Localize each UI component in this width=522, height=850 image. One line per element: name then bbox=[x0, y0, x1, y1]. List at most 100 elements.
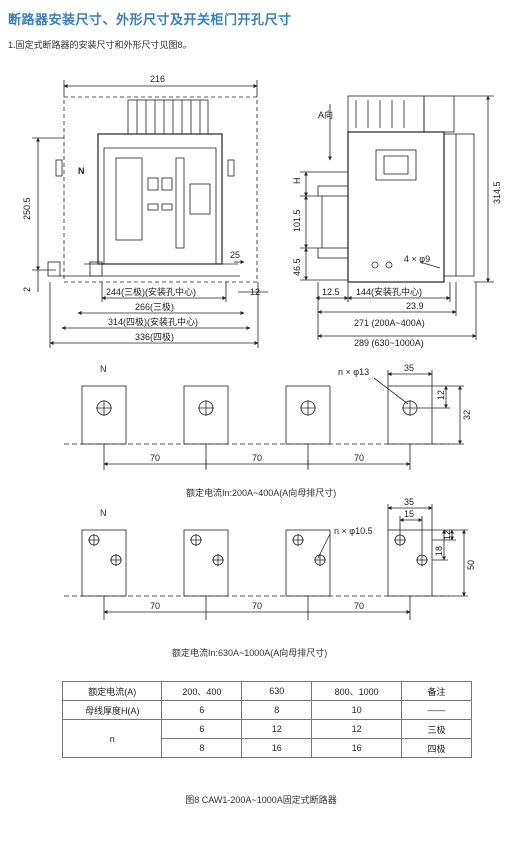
spec-cell: 10 bbox=[311, 700, 402, 720]
front-left-foot bbox=[47, 261, 61, 277]
front-left-terminal bbox=[55, 159, 63, 177]
side-hole-2 bbox=[385, 261, 393, 269]
busbar2-spacing-2: 70 bbox=[252, 601, 262, 611]
busbar-diagram-1 bbox=[64, 370, 464, 470]
spec-header-cell: 备注 bbox=[400, 681, 473, 701]
page-subtitle: 1.固定式断路器的安装尺寸和外形尺寸见图8。 bbox=[8, 40, 192, 50]
front-indicator-2 bbox=[161, 203, 173, 211]
label-n-front: N bbox=[78, 166, 85, 176]
dim-h: H bbox=[292, 178, 302, 185]
hole-label-4x9: 4 × φ9 bbox=[404, 254, 430, 264]
dim-2: 2 bbox=[22, 287, 32, 292]
busbar1-dim-35: 35 bbox=[404, 363, 414, 373]
busbar1-dim-32: 32 bbox=[462, 410, 472, 420]
spec-cell: 8 bbox=[161, 738, 243, 758]
front-nameplate bbox=[189, 183, 211, 215]
busbar1-spacing-3: 70 bbox=[354, 453, 364, 463]
dim-314: 314(四极)(安装孔中心) bbox=[108, 316, 198, 327]
side-busbar-bottom bbox=[317, 247, 349, 259]
dim-250-5: 250.5 bbox=[22, 197, 32, 220]
spec-cell: 16 bbox=[311, 738, 402, 758]
dim-101-5: 101.5 bbox=[292, 209, 302, 232]
page-title: 断路器安装尺寸、外形尺寸及开关柜门开孔尺寸 bbox=[8, 12, 292, 27]
spec-row-h: 母线厚度H(A) 6 8 10 —— bbox=[61, 700, 473, 720]
side-top-bracket bbox=[423, 95, 455, 133]
dim-25: 25 bbox=[230, 250, 240, 260]
busbar1-plate-1 bbox=[183, 385, 229, 445]
busbar2-plate-3 bbox=[387, 529, 433, 597]
side-busbar-top bbox=[317, 185, 349, 197]
busbar2-plate-n bbox=[81, 529, 127, 597]
busbar2-dim-50: 50 bbox=[466, 560, 476, 570]
front-right-terminal bbox=[227, 159, 235, 177]
busbar1-spacing-1: 70 bbox=[150, 453, 160, 463]
busbar1-plate-3 bbox=[387, 385, 433, 445]
busbar2-label-n: N bbox=[100, 508, 107, 518]
busbar2-plate-2 bbox=[285, 529, 331, 597]
front-button-1 bbox=[147, 177, 159, 191]
side-view bbox=[300, 95, 494, 340]
busbar1-plate-n bbox=[81, 385, 127, 445]
label-a-direction: A向 bbox=[318, 109, 333, 120]
busbar2-spacing-1: 70 bbox=[150, 601, 160, 611]
busbar2-dim-35: 35 bbox=[404, 497, 414, 507]
spec-table: 额定电流(A) 200、400 630 800、1000 备注 母线厚度H(A)… bbox=[61, 681, 473, 758]
spec-row-n2: 8 16 16 四极 bbox=[63, 738, 473, 758]
spec-cell: 6 bbox=[161, 700, 243, 720]
dim-244: 244(三极)(安装孔中心) bbox=[106, 286, 196, 297]
dim-289: 289 (630~1000A) bbox=[354, 338, 424, 348]
side-handle bbox=[375, 149, 417, 181]
spec-cell: 16 bbox=[241, 738, 313, 758]
busbar1-plate-2 bbox=[285, 385, 331, 445]
dim-12-front: 12 bbox=[250, 287, 260, 297]
dim-23-9: 23.9 bbox=[406, 301, 424, 311]
spec-header-cell: 800、1000 bbox=[311, 681, 402, 701]
spec-cell: 母线厚度H(A) bbox=[61, 700, 163, 720]
spec-row-n1: n 6 12 12 三极 bbox=[61, 719, 473, 758]
spec-cell: 6 bbox=[161, 719, 243, 739]
busbar2-plate-1 bbox=[183, 529, 229, 597]
front-panel bbox=[103, 147, 217, 265]
front-window-left bbox=[115, 157, 143, 241]
dim-46-5: 46.5 bbox=[292, 258, 302, 276]
busbar2-dim-15: 15 bbox=[404, 509, 414, 519]
dim-216: 216 bbox=[150, 74, 165, 84]
spec-header-row: 额定电流(A) 200、400 630 800、1000 备注 bbox=[61, 681, 473, 701]
spec-cell: 三极 bbox=[400, 719, 473, 739]
busbar-diagram-2 bbox=[64, 504, 468, 620]
busbar2-caption: 额定电流In:630A~1000A(A向母排尺寸) bbox=[172, 648, 328, 658]
side-hole-1 bbox=[371, 261, 379, 269]
busbar1-hole-label: n × φ13 bbox=[338, 367, 369, 377]
front-handle-bar bbox=[175, 157, 185, 249]
spec-header-cell: 200、400 bbox=[161, 681, 243, 701]
dim-314-5: 314.5 bbox=[492, 181, 502, 204]
dim-266: 266(三极) bbox=[135, 301, 174, 312]
dim-271: 271 (200A~400A) bbox=[354, 318, 425, 328]
side-front-panel bbox=[443, 133, 475, 277]
busbar2-dim-12: 12 bbox=[442, 530, 452, 540]
front-indicator-1 bbox=[147, 203, 159, 211]
dim-12-5: 12.5 bbox=[322, 287, 340, 297]
front-view bbox=[32, 80, 268, 348]
busbar2-hole-label: n × φ10.5 bbox=[334, 526, 373, 536]
spec-cell: 12 bbox=[311, 719, 402, 739]
busbar1-label-n: N bbox=[100, 364, 107, 374]
busbar2-spacing-3: 70 bbox=[354, 601, 364, 611]
side-view-labels: A向 H 101.5 46.5 314.5 4 × φ9 12.5 144(安装… bbox=[292, 109, 502, 348]
front-button-2 bbox=[161, 177, 173, 191]
front-top-vent bbox=[127, 99, 209, 135]
front-body bbox=[97, 133, 223, 265]
spec-header-cell: 额定电流(A) bbox=[61, 681, 163, 701]
front-view-labels: 216 N 250.5 2 25 12 244(三极)(安装孔中心) 266(三… bbox=[22, 74, 260, 342]
busbar-diagram-2-labels: N n × φ10.5 35 15 18 12 50 70 70 70 bbox=[100, 497, 476, 611]
spec-header-cell: 630 bbox=[241, 681, 313, 701]
spec-cell: —— bbox=[400, 700, 473, 720]
spec-cell: 8 bbox=[241, 700, 313, 720]
spec-cell: 12 bbox=[241, 719, 313, 739]
side-top-fins bbox=[347, 95, 425, 133]
dim-144: 144(安装孔中心) bbox=[356, 286, 422, 297]
dim-336: 336(四极) bbox=[135, 331, 174, 342]
busbar2-dim-18: 18 bbox=[434, 546, 444, 556]
spec-cell: 四极 bbox=[400, 738, 473, 758]
